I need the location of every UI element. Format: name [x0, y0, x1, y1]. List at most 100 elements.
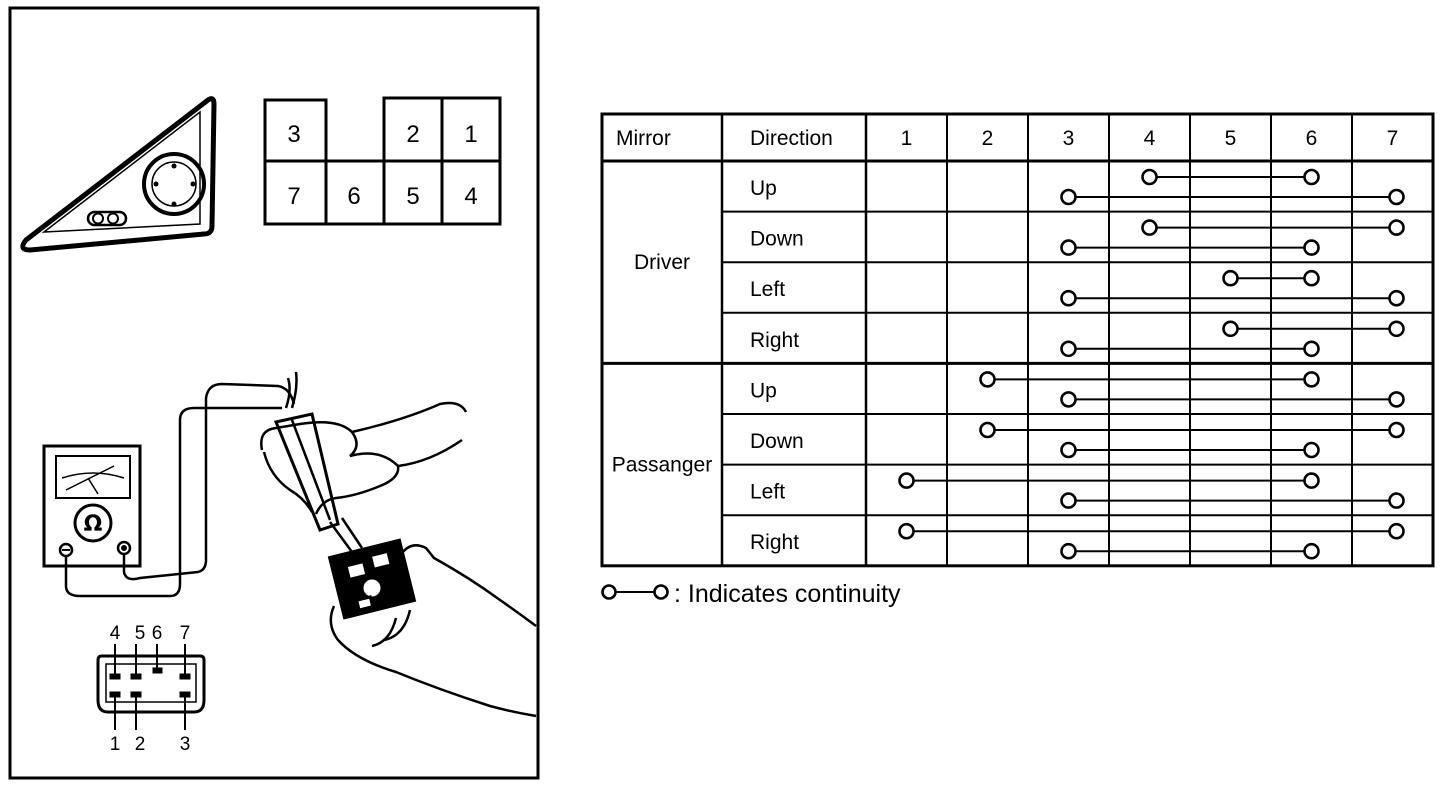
terminal-dot — [1303, 168, 1320, 186]
continuity-connection — [1060, 492, 1405, 509]
terminal-dot — [1388, 188, 1405, 206]
table-row: Left — [750, 269, 1405, 307]
mirror-group-label: Passanger — [612, 454, 712, 477]
table-row: Down — [750, 421, 1405, 459]
continuity-connection — [1060, 289, 1405, 307]
legend: : Indicates continuity — [601, 580, 901, 608]
legend-terminal-dot — [601, 584, 617, 600]
table-row: Down — [750, 219, 1405, 256]
header-cell: 4 — [1144, 127, 1156, 150]
terminal-dot — [1060, 239, 1077, 256]
illustration-panel: 3 2 1 7 6 5 4 Ω — [8, 6, 540, 780]
terminal-dot — [898, 522, 915, 540]
continuity-connection — [1060, 340, 1320, 358]
continuity-connection — [898, 472, 1320, 489]
terminal-dot — [1060, 492, 1077, 509]
continuity-connection — [1222, 269, 1320, 287]
table-row: Up — [750, 371, 1405, 408]
table-header-row: Mirror Direction 1 2 3 4 5 6 7 — [616, 127, 1398, 150]
continuity-connection — [898, 522, 1405, 540]
svg-text:Ω: Ω — [84, 512, 103, 537]
direction-label: Right — [750, 329, 799, 352]
terminal-dot — [1303, 441, 1320, 459]
terminal-dot — [1388, 522, 1405, 540]
direction-label: Left — [750, 278, 785, 301]
direction-label: Down — [750, 430, 804, 453]
continuity-connection — [1060, 391, 1405, 408]
terminal-dot — [1388, 289, 1405, 307]
table-body: DriverUpDownLeftRightPassangerUpDownLeft… — [612, 168, 1405, 560]
hand-with-probes-icon — [260, 401, 468, 553]
terminal-4-label: 4 — [464, 183, 477, 210]
pin-2-label: 2 — [135, 734, 146, 755]
table-row: Left — [750, 472, 1405, 509]
pin-7-label: 7 — [180, 623, 191, 644]
terminal-dot — [1303, 269, 1320, 287]
header-cell: Direction — [750, 127, 833, 150]
terminal-dot — [1060, 542, 1077, 560]
terminal-dot — [1303, 542, 1320, 560]
header-cell: 5 — [1225, 127, 1237, 150]
header-cell: 2 — [982, 127, 994, 150]
terminal-5-label: 5 — [406, 183, 419, 210]
pin-3-label: 3 — [180, 734, 191, 755]
legend-terminal-dot — [653, 584, 669, 600]
terminal-dot — [1222, 269, 1239, 287]
continuity-connection — [979, 421, 1405, 439]
probe-wires — [64, 371, 298, 598]
table-row: Right — [750, 320, 1405, 358]
terminal-dot — [1388, 391, 1405, 408]
terminal-6-label: 6 — [347, 183, 360, 210]
continuity-connection — [1060, 441, 1320, 459]
direction-label: Down — [750, 228, 804, 251]
terminal-dot — [1060, 340, 1077, 358]
header-cell: 6 — [1306, 127, 1318, 150]
terminal-dot — [1222, 320, 1239, 338]
pin-4-label: 4 — [110, 623, 121, 644]
switch-under-test-icon — [327, 538, 417, 620]
header-cell: 7 — [1387, 127, 1399, 150]
table-row: Up — [750, 168, 1405, 206]
terminal-dot — [898, 472, 915, 489]
terminal-dot — [1388, 219, 1405, 236]
terminal-dot — [979, 421, 996, 439]
terminal-dot — [1141, 168, 1158, 186]
header-cell: Mirror — [616, 127, 671, 150]
mirror-group-label: Driver — [634, 251, 690, 274]
terminal-dot — [979, 371, 996, 388]
terminal-7-label: 7 — [287, 183, 300, 210]
direction-label: Up — [750, 379, 777, 402]
continuity-connection — [1060, 188, 1405, 206]
terminal-dot — [1303, 371, 1320, 388]
ohmmeter-icon: Ω — [42, 444, 142, 568]
mirror-switch-icon — [20, 96, 217, 253]
table-grid — [600, 112, 1435, 568]
terminal-dot — [1388, 320, 1405, 338]
continuity-connection — [1141, 168, 1320, 186]
table-row: Right — [750, 522, 1405, 560]
second-hand-icon — [329, 544, 537, 718]
pin-6-label: 6 — [152, 623, 163, 644]
table-frame — [600, 112, 1435, 568]
continuity-connection — [1141, 219, 1405, 236]
terminal-dot — [1303, 340, 1320, 358]
terminal-3-label: 3 — [287, 121, 300, 148]
direction-label: Left — [750, 481, 785, 504]
terminal-block-grid — [263, 96, 502, 226]
terminal-dot — [1303, 239, 1320, 256]
terminal-dot — [1388, 421, 1405, 439]
terminal-dot — [1060, 441, 1077, 459]
header-cell: 1 — [901, 127, 913, 150]
continuity-connection — [1060, 542, 1320, 560]
header-cell: 3 — [1063, 127, 1075, 150]
terminal-dot — [1388, 492, 1405, 509]
terminal-dot — [1060, 289, 1077, 307]
pin-1-label: 1 — [110, 734, 121, 755]
terminal-dot — [1060, 391, 1077, 408]
continuity-connection — [979, 371, 1320, 388]
pin-5-label: 5 — [135, 623, 146, 644]
connector-icon — [96, 644, 206, 730]
illustration-frame — [8, 6, 540, 780]
